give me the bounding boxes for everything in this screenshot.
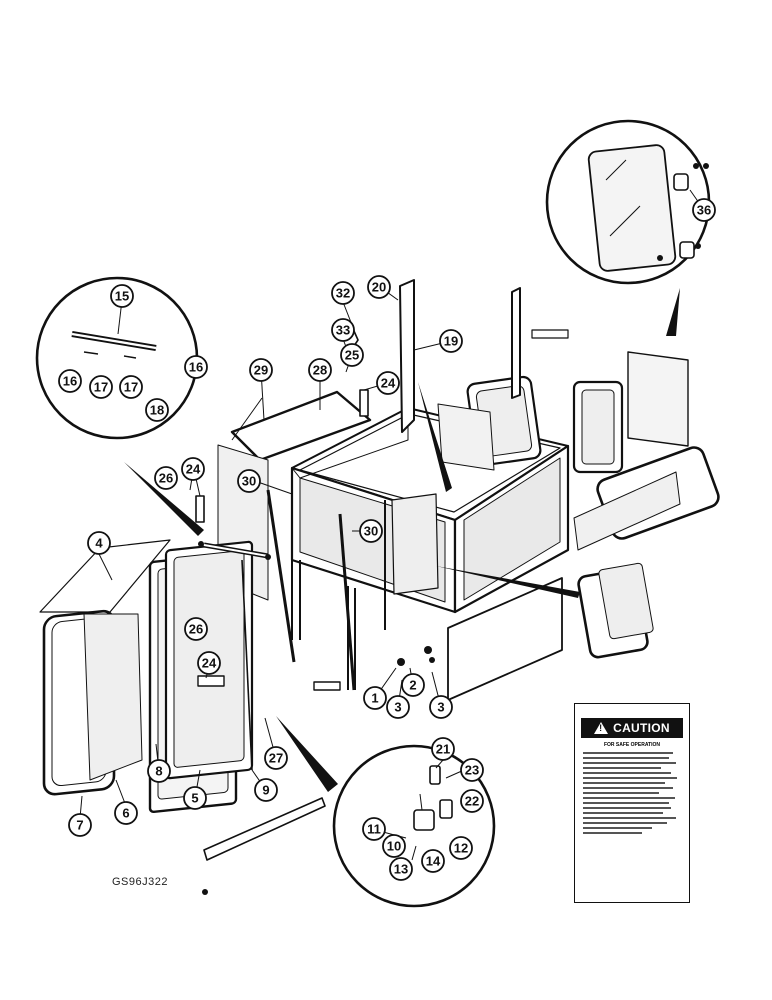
- callout-number: 16: [63, 374, 77, 389]
- callout-number: 19: [444, 334, 458, 349]
- callout-26: 26: [154, 466, 178, 490]
- callout-4: 4: [87, 531, 111, 555]
- callout-16: 16: [58, 369, 82, 393]
- callout-number: 24: [202, 656, 217, 671]
- callout-24: 24: [376, 371, 400, 395]
- callout-12: 12: [449, 836, 473, 860]
- callout-number: 24: [186, 462, 201, 477]
- callout-22: 22: [460, 789, 484, 813]
- callout-9: 9: [254, 778, 278, 802]
- callout-number: 13: [394, 862, 408, 877]
- callout-6: 6: [114, 801, 138, 825]
- callout-2: 2: [401, 673, 425, 697]
- callout-26: 26: [184, 617, 208, 641]
- callout-number: 24: [381, 376, 396, 391]
- callout-21: 21: [431, 737, 455, 761]
- callout-number: 33: [336, 323, 350, 338]
- callout-16: 16: [184, 355, 208, 379]
- callout-14: 14: [421, 849, 445, 873]
- callout-27: 27: [264, 746, 288, 770]
- door-assembly: [39, 539, 254, 814]
- caution-decal: CAUTION FOR SAFE OPERATION: [574, 703, 690, 903]
- callout-number: 26: [159, 471, 173, 486]
- callout-24: 24: [181, 457, 205, 481]
- callout-29: 29: [249, 358, 273, 382]
- caution-title: CAUTION: [613, 721, 670, 735]
- callout-number: 29: [254, 363, 268, 378]
- sill-strip: [203, 797, 326, 861]
- callout-number: 17: [124, 380, 138, 395]
- figure-reference-code: GS96J322: [112, 876, 168, 888]
- callout-17: 17: [119, 375, 143, 399]
- lower-panel: [447, 577, 563, 701]
- callout-number: 30: [242, 474, 256, 489]
- callout-number: 30: [364, 524, 378, 539]
- callout-36: 36: [692, 198, 716, 222]
- callout-11: 11: [362, 817, 386, 841]
- callout-number: 5: [191, 791, 198, 806]
- callout-number: 3: [437, 700, 444, 715]
- callout-number: 25: [345, 348, 359, 363]
- callout-5: 5: [183, 786, 207, 810]
- callout-10: 10: [382, 834, 406, 858]
- callout-24: 24: [197, 651, 221, 675]
- callout-number: 17: [94, 380, 108, 395]
- callout-number: 1: [371, 691, 378, 706]
- callout-number: 20: [372, 280, 386, 295]
- callout-7: 7: [68, 813, 92, 837]
- callout-number: 8: [155, 764, 162, 779]
- callout-28: 28: [308, 358, 332, 382]
- callout-23: 23: [460, 758, 484, 782]
- callout-number: 32: [336, 286, 350, 301]
- callout-30: 30: [359, 519, 383, 543]
- callout-number: 15: [115, 289, 129, 304]
- callout-25: 25: [340, 343, 364, 367]
- callout-number: 2: [409, 678, 416, 693]
- callout-number: 11: [367, 822, 381, 837]
- callout-number: 27: [269, 751, 283, 766]
- callout-15: 15: [110, 284, 134, 308]
- callout-number: 4: [95, 536, 103, 551]
- callout-number: 36: [697, 203, 711, 218]
- callout-number: 28: [313, 363, 327, 378]
- roof-seal: [230, 390, 372, 462]
- callout-number: 22: [465, 794, 479, 809]
- callout-33: 33: [331, 318, 355, 342]
- callout-20: 20: [367, 275, 391, 299]
- callout-number: 3: [394, 700, 401, 715]
- callout-number: 14: [426, 854, 441, 869]
- callout-32: 32: [331, 281, 355, 305]
- callout-30: 30: [237, 469, 261, 493]
- callout-number: 7: [76, 818, 83, 833]
- rear-post: [399, 279, 415, 433]
- callout-17: 17: [89, 375, 113, 399]
- callout-number: 18: [150, 403, 164, 418]
- callout-3: 3: [386, 695, 410, 719]
- callout-number: 23: [465, 763, 479, 778]
- callout-3: 3: [429, 695, 453, 719]
- warning-triangle-icon: [594, 722, 609, 734]
- callout-number: 6: [122, 806, 129, 821]
- callout-number: 10: [387, 839, 401, 854]
- callout-number: 9: [262, 783, 269, 798]
- caution-subheading: FOR SAFE OPERATION: [603, 742, 661, 748]
- callout-number: 12: [454, 841, 468, 856]
- callout-18: 18: [145, 398, 169, 422]
- callout-number: 26: [189, 622, 203, 637]
- callout-1: 1: [363, 686, 387, 710]
- caution-fine-print: [583, 752, 681, 834]
- callout-number: 16: [189, 360, 203, 375]
- callout-19: 19: [439, 329, 463, 353]
- callout-number: 21: [436, 742, 450, 757]
- callout-8: 8: [147, 759, 171, 783]
- callout-13: 13: [389, 857, 413, 881]
- caution-header: CAUTION: [581, 718, 683, 738]
